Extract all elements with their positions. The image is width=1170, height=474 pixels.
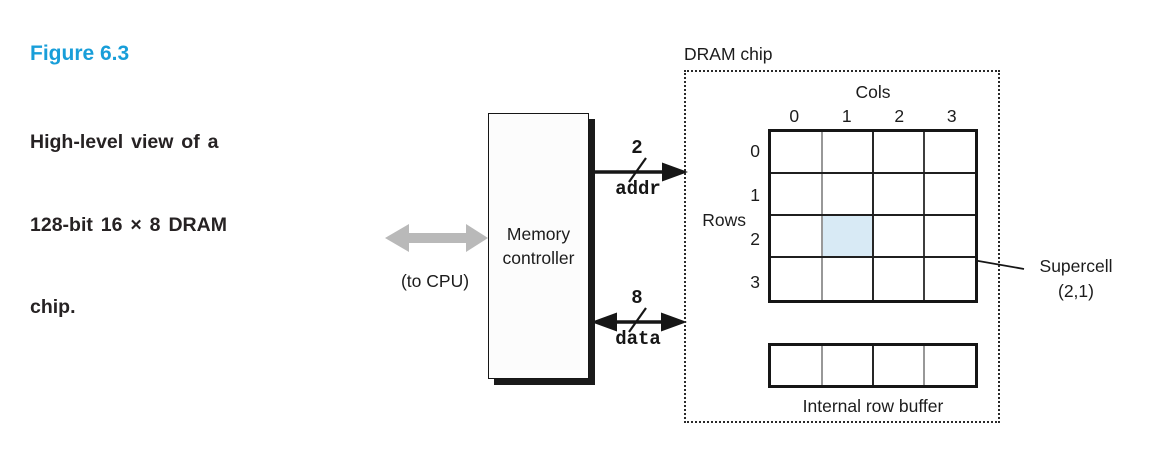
grid-hline-1 — [771, 172, 975, 174]
supercell-callout: Supercell (2,1) — [1014, 254, 1138, 304]
caption-line-3: chip. — [30, 296, 76, 318]
grid-hline-2 — [771, 214, 975, 216]
highlighted-supercell-2-1 — [822, 216, 873, 258]
memory-controller-label-line1: Memory — [506, 224, 571, 244]
rows-axis-label: Rows — [702, 210, 746, 230]
dram-chip-title: DRAM chip — [684, 44, 773, 64]
grid-vline-1 — [821, 132, 823, 300]
caption-line-2: 128-bit 16 × 8 DRAM — [30, 213, 227, 236]
supercell-callout-line2: (2,1) — [1058, 281, 1094, 301]
dram-chip-outline — [684, 70, 1000, 423]
internal-row-buffer-box — [768, 343, 978, 388]
figure-caption: High-level view of a 128-bit 16 × 8 DRAM… — [30, 74, 227, 377]
row-index-0: 0 — [750, 141, 760, 161]
data-bus-label: data — [615, 328, 661, 350]
col-index-1: 1 — [841, 106, 852, 126]
row-index-2: 2 — [750, 229, 760, 249]
cpu-bidirectional-arrow — [385, 224, 488, 252]
memory-controller-box: Memory controller — [488, 113, 589, 379]
to-cpu-label: (to CPU) — [400, 271, 470, 291]
col-index-3: 3 — [946, 106, 957, 126]
row-buffer-divider-1 — [821, 346, 823, 385]
figure-number: Figure 6.3 — [30, 42, 130, 65]
supercell-callout-line1: Supercell — [1039, 256, 1113, 276]
memory-controller-label-line2: controller — [502, 248, 575, 268]
col-indices: 0 1 2 3 — [768, 106, 978, 126]
grid-vline-2 — [872, 132, 874, 300]
addr-bus-width: 2 — [631, 137, 643, 159]
row-buffer-divider-3 — [923, 346, 925, 385]
col-index-0: 0 — [789, 106, 800, 126]
caption-line-1: High-level view of a — [30, 131, 219, 153]
row-index-3: 3 — [750, 272, 760, 292]
row-index-1: 1 — [750, 185, 760, 205]
row-buffer-divider-2 — [872, 346, 874, 385]
addr-bus-label: addr — [615, 178, 661, 200]
data-bus-width: 8 — [631, 287, 643, 309]
cols-axis-label: Cols — [855, 82, 891, 102]
grid-hline-3 — [771, 256, 975, 258]
grid-vline-3 — [923, 132, 925, 300]
supercell-grid — [768, 129, 978, 303]
internal-row-buffer-label: Internal row buffer — [802, 396, 944, 416]
col-index-2: 2 — [894, 106, 905, 126]
